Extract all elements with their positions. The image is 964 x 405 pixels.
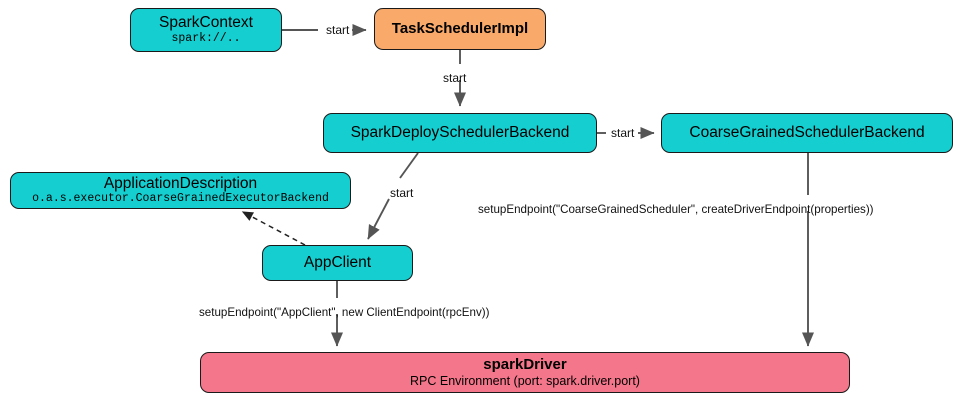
edge-label-start-deploybackend: start: [611, 126, 635, 140]
node-applicationdescription-subtitle: o.a.s.executor.CoarseGrainedExecutorBack…: [32, 192, 329, 206]
node-taskschedulerimpl-title: TaskSchedulerImpl: [391, 19, 529, 37]
edge-label-start-appclient: start: [390, 186, 414, 200]
node-appclient-title: AppClient: [303, 254, 372, 272]
edge-label-start-sparkcontext: start: [326, 23, 350, 37]
node-coarsegrainedschedulerbackend[interactable]: CoarseGrainedSchedulerBackend: [661, 113, 953, 153]
node-sparkdriver-subtitle: RPC Environment (port: spark.driver.port…: [410, 374, 640, 389]
edge-label-setupendpoint-appclient: setupEndpoint("AppClient", new ClientEnd…: [199, 306, 490, 319]
node-applicationdescription-title: ApplicationDescription: [103, 174, 258, 192]
edge-label-start-taskscheduler: start: [443, 71, 467, 85]
node-sparkcontext-title: SparkContext: [159, 14, 253, 32]
node-applicationdescription[interactable]: ApplicationDescription o.a.s.executor.Co…: [10, 172, 351, 209]
edge-appclient-to-applicationdescription: [241, 211, 306, 246]
node-sparkdriver-title: sparkDriver: [483, 355, 567, 373]
node-sparkdeployschedulerbackend-title: SparkDeploySchedulerBackend: [350, 124, 570, 142]
node-sparkcontext-subtitle: spark://..: [171, 31, 241, 45]
node-sparkdriver[interactable]: sparkDriver RPC Environment (port: spark…: [200, 352, 850, 393]
node-appclient[interactable]: AppClient: [262, 245, 413, 281]
node-coarsegrainedschedulerbackend-title: CoarseGrainedSchedulerBackend: [689, 124, 925, 142]
node-sparkcontext[interactable]: SparkContext spark://..: [130, 8, 282, 52]
node-sparkdeployschedulerbackend[interactable]: SparkDeploySchedulerBackend: [323, 113, 597, 153]
edge-label-setupendpoint-coarsegrainedscheduler: setupEndpoint("CoarseGrainedScheduler", …: [478, 203, 874, 216]
node-taskschedulerimpl[interactable]: TaskSchedulerImpl: [374, 8, 546, 50]
